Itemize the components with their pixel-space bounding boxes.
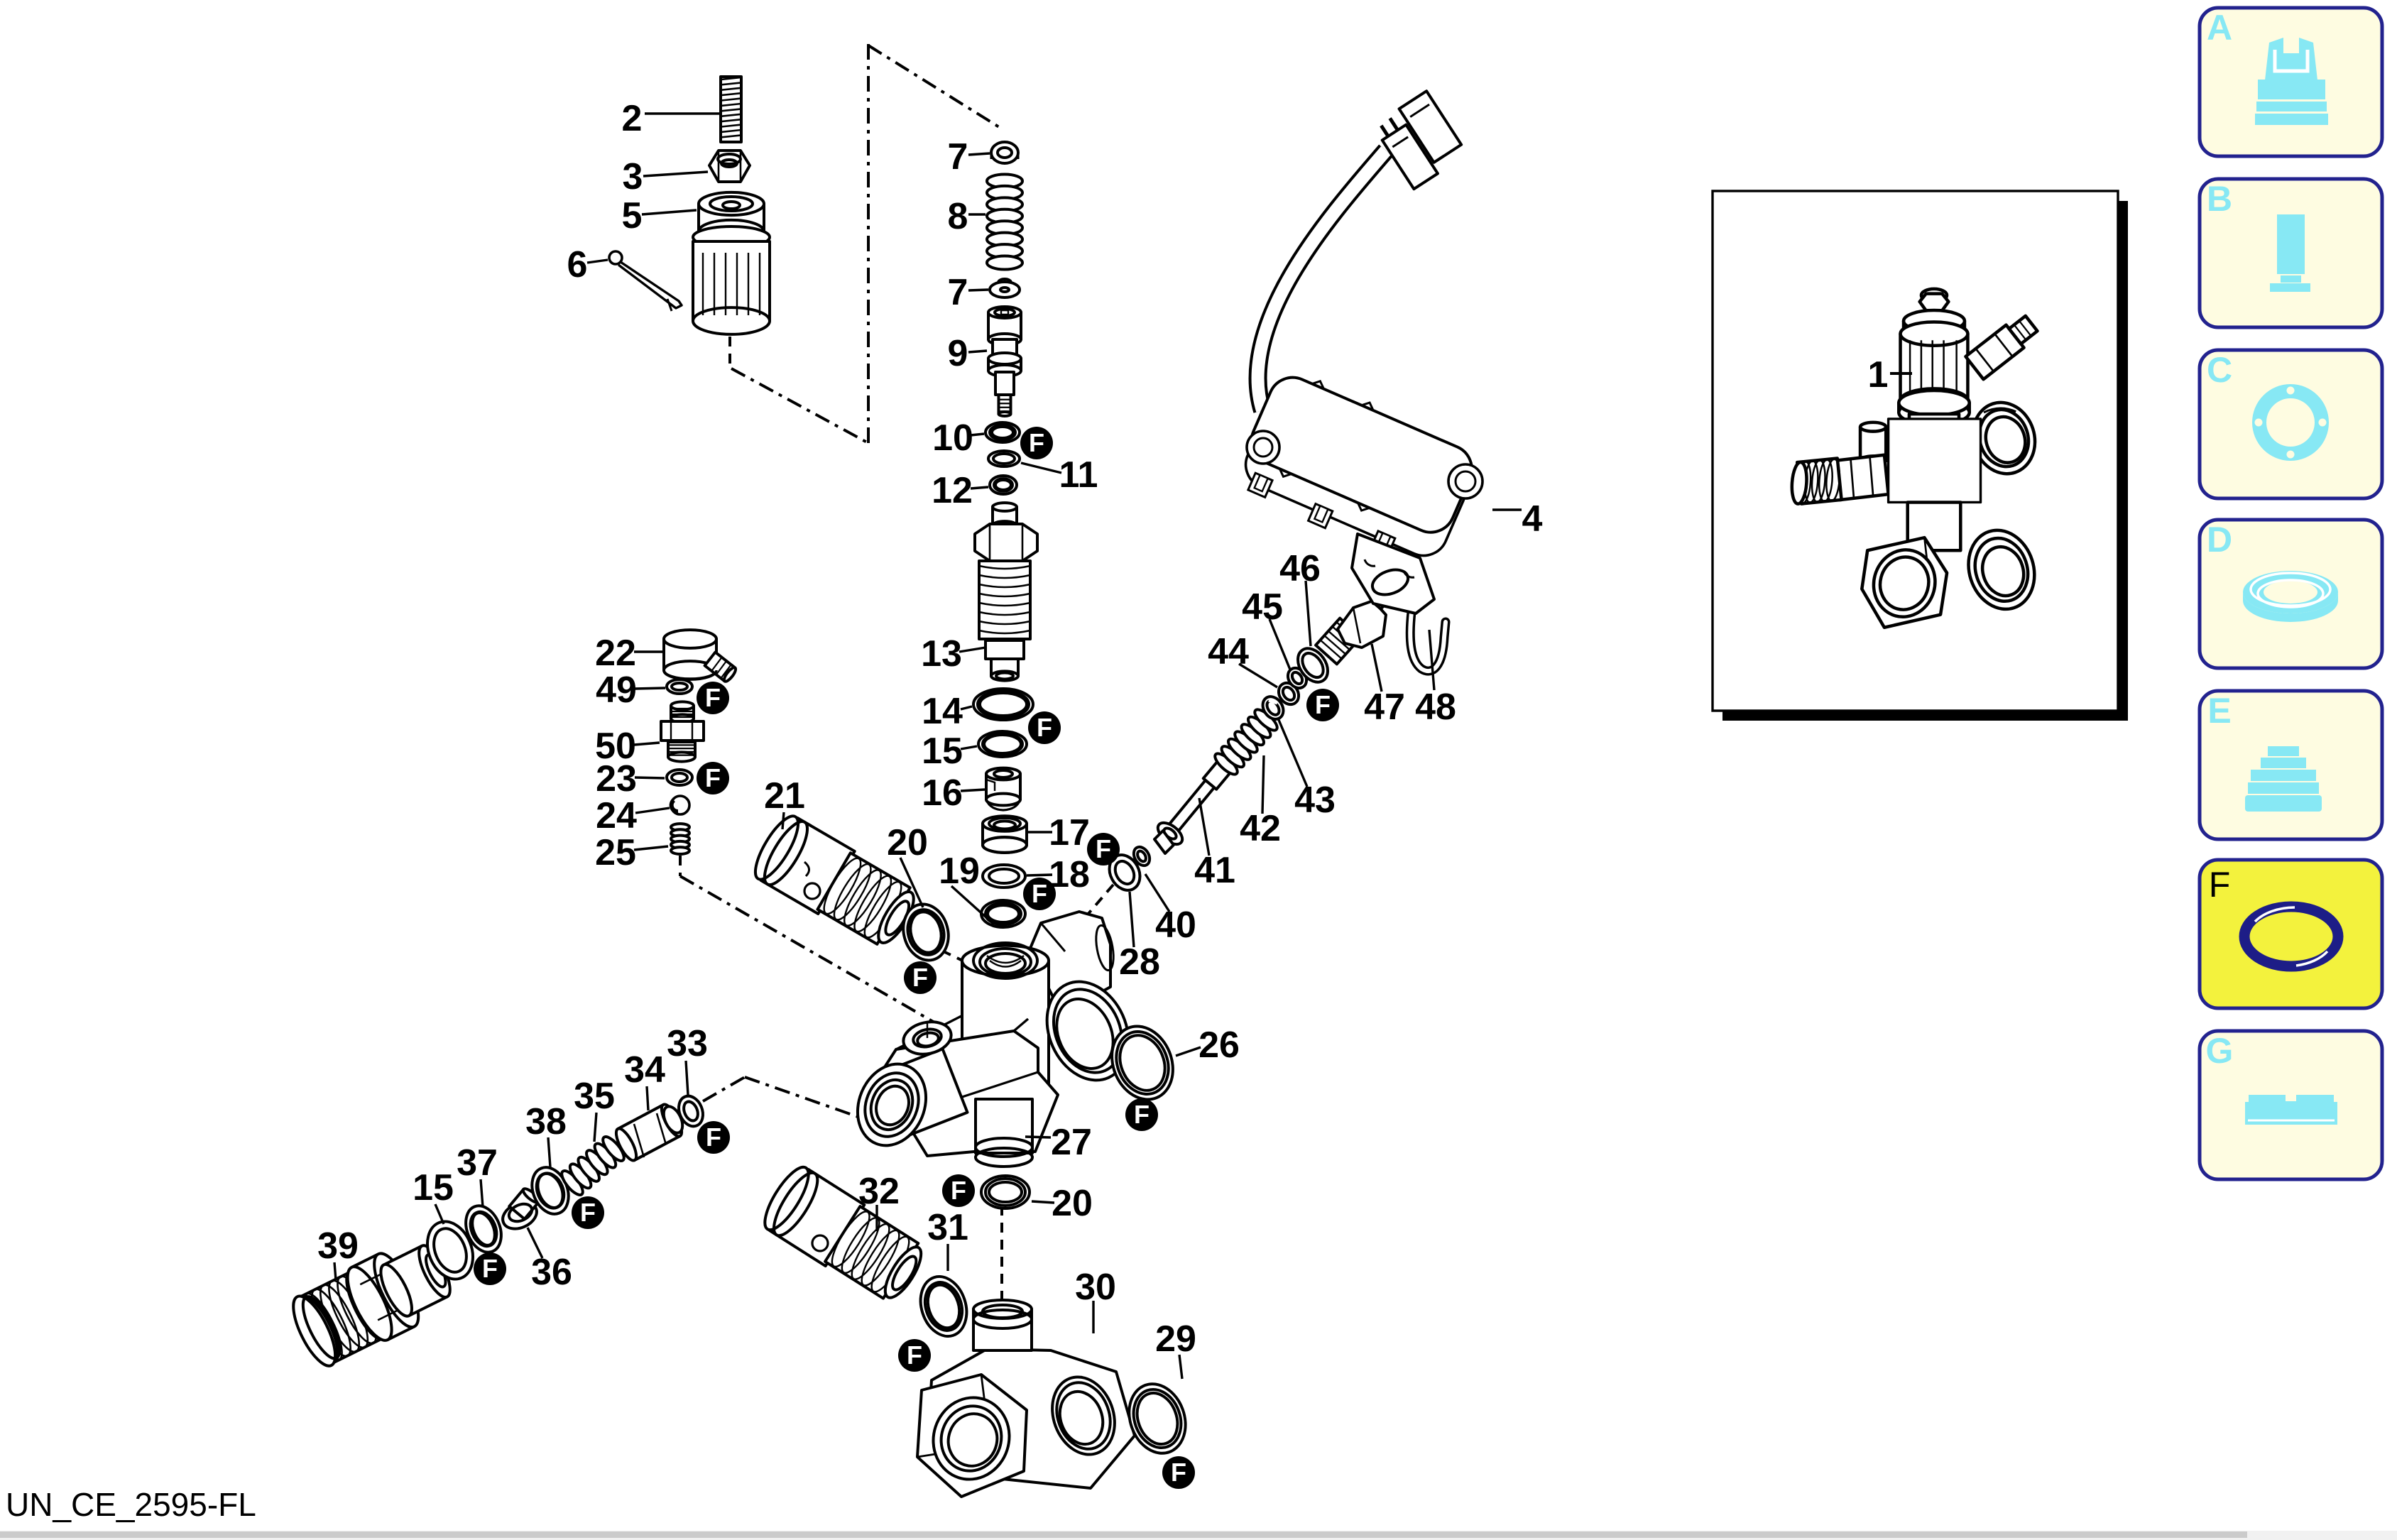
svg-text:49: 49 (596, 670, 637, 711)
svg-text:37: 37 (457, 1142, 498, 1184)
svg-text:21: 21 (764, 775, 805, 817)
svg-text:F: F (1096, 834, 1111, 863)
svg-text:28: 28 (1119, 941, 1160, 983)
svg-text:15: 15 (922, 731, 963, 772)
svg-text:31: 31 (927, 1207, 968, 1248)
svg-text:29: 29 (1155, 1318, 1196, 1360)
svg-text:4: 4 (1522, 498, 1543, 540)
svg-text:39: 39 (317, 1225, 359, 1267)
svg-text:F: F (1315, 690, 1331, 719)
svg-text:C: C (2207, 350, 2232, 390)
svg-text:26: 26 (1198, 1025, 1240, 1066)
svg-text:47: 47 (1364, 687, 1405, 728)
svg-text:B: B (2207, 179, 2232, 219)
svg-text:12: 12 (932, 470, 973, 511)
svg-text:40: 40 (1155, 905, 1196, 946)
svg-text:16: 16 (922, 772, 963, 814)
svg-text:F: F (482, 1254, 498, 1283)
svg-text:20: 20 (887, 822, 928, 863)
svg-text:F: F (580, 1198, 596, 1227)
svg-text:9: 9 (948, 333, 968, 374)
svg-text:F: F (951, 1176, 966, 1205)
svg-text:G: G (2206, 1031, 2234, 1071)
svg-text:F: F (1134, 1100, 1150, 1129)
svg-text:1: 1 (1868, 354, 1889, 395)
svg-text:E: E (2207, 691, 2231, 731)
svg-text:22: 22 (595, 633, 636, 674)
svg-text:41: 41 (1194, 850, 1235, 891)
svg-text:11: 11 (1059, 454, 1098, 496)
svg-text:48: 48 (1415, 687, 1456, 728)
svg-text:35: 35 (574, 1076, 615, 1117)
svg-text:27: 27 (1051, 1122, 1092, 1163)
svg-text:25: 25 (595, 832, 636, 873)
svg-text:6: 6 (567, 244, 588, 285)
svg-text:F: F (705, 683, 721, 712)
svg-text:8: 8 (948, 196, 968, 237)
svg-text:15: 15 (413, 1167, 454, 1208)
svg-text:UN_CE_2595-FL: UN_CE_2595-FL (6, 1486, 256, 1523)
svg-text:F: F (705, 763, 721, 792)
svg-text:F: F (1032, 879, 1047, 908)
svg-text:F: F (1171, 1458, 1186, 1487)
svg-text:F: F (1029, 428, 1044, 457)
svg-text:36: 36 (531, 1252, 572, 1293)
svg-text:14: 14 (922, 691, 963, 732)
svg-text:23: 23 (596, 758, 637, 799)
svg-text:46: 46 (1279, 548, 1321, 589)
svg-text:24: 24 (596, 795, 637, 836)
svg-text:18: 18 (1049, 854, 1090, 895)
svg-text:F: F (706, 1123, 721, 1152)
svg-text:50: 50 (595, 726, 636, 767)
svg-text:32: 32 (858, 1171, 900, 1212)
svg-text:7: 7 (948, 136, 968, 178)
svg-text:30: 30 (1075, 1267, 1116, 1308)
svg-text:D: D (2207, 520, 2232, 559)
svg-text:42: 42 (1240, 808, 1281, 849)
svg-text:F: F (1037, 713, 1052, 742)
svg-text:45: 45 (1242, 586, 1283, 628)
svg-text:F: F (2209, 865, 2231, 905)
svg-text:A: A (2207, 8, 2232, 48)
svg-text:43: 43 (1294, 780, 1336, 821)
svg-text:33: 33 (667, 1023, 708, 1064)
svg-text:20: 20 (1052, 1183, 1093, 1224)
svg-text:19: 19 (939, 851, 980, 892)
svg-text:F: F (912, 963, 928, 992)
svg-text:7: 7 (948, 272, 968, 313)
svg-text:5: 5 (622, 195, 643, 236)
svg-text:2: 2 (622, 98, 643, 139)
svg-text:13: 13 (921, 633, 962, 675)
svg-text:38: 38 (525, 1101, 567, 1142)
svg-text:F: F (907, 1340, 922, 1370)
svg-text:3: 3 (623, 156, 643, 197)
svg-text:34: 34 (624, 1049, 665, 1091)
svg-text:10: 10 (932, 417, 973, 459)
svg-text:17: 17 (1049, 812, 1090, 853)
